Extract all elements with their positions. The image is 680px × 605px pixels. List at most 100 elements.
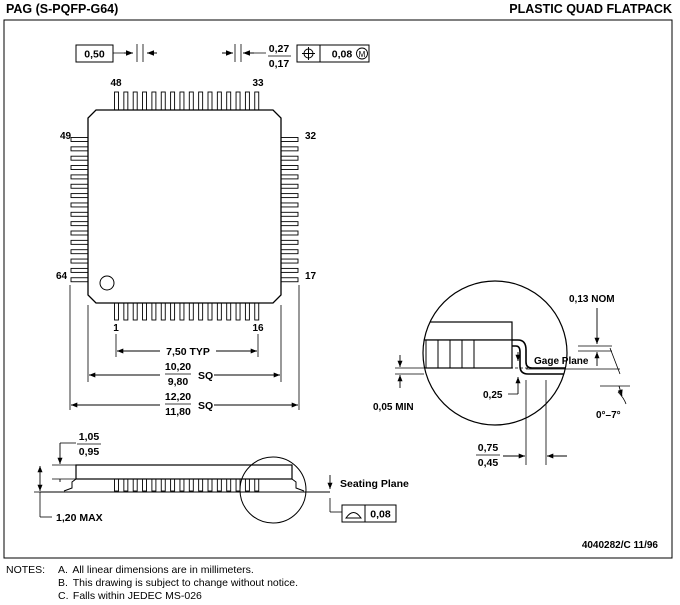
- lead: [70, 183, 89, 189]
- package-code-title: PAG (S-PQFP-G64): [6, 2, 119, 16]
- leads-right-column: [280, 137, 299, 283]
- seating-plane-label: Seating Plane: [340, 478, 409, 490]
- lead-detail-zoom: [423, 321, 567, 375]
- lead: [280, 239, 299, 245]
- lead: [280, 174, 299, 180]
- pin-16-label: 16: [252, 323, 264, 334]
- mmc-modifier: M: [359, 50, 366, 59]
- lead: [70, 155, 89, 161]
- note-key: B.: [58, 577, 68, 589]
- leads-left-column: [70, 137, 89, 283]
- lead: [170, 477, 176, 492]
- lead: [207, 302, 213, 321]
- lead: [70, 137, 89, 142]
- pin-48-label: 48: [110, 78, 122, 89]
- lead: [179, 477, 185, 492]
- lead: [280, 155, 299, 161]
- lead: [216, 477, 222, 492]
- lead: [160, 477, 166, 492]
- lead: [70, 239, 89, 245]
- pin-33-label: 33: [252, 78, 264, 89]
- lead: [280, 165, 299, 171]
- lead: [226, 91, 232, 111]
- gage-height-label: 0,25: [483, 390, 503, 401]
- lead: [151, 302, 157, 321]
- lead: [198, 477, 204, 492]
- lead: [132, 91, 138, 111]
- body-max: 10,20: [165, 361, 191, 373]
- lead: [254, 477, 260, 492]
- height-max-label: 1,20 MAX: [56, 512, 103, 524]
- lead: [160, 91, 166, 111]
- overall-min: 11,80: [165, 406, 191, 418]
- lead: [235, 91, 241, 111]
- lead: [70, 174, 89, 180]
- lead: [235, 477, 241, 492]
- note-text: All linear dimensions are in millimeters…: [72, 564, 254, 576]
- surface-profile-icon: [345, 512, 362, 519]
- lead: [244, 302, 250, 321]
- foot-min: 0,45: [478, 457, 499, 469]
- note-key: C.: [58, 590, 69, 602]
- span-typ-label: 7,50 TYP: [166, 346, 210, 358]
- lead: [280, 249, 299, 255]
- notes-label: NOTES:: [6, 564, 46, 576]
- lead: [70, 221, 89, 227]
- lead: [142, 302, 148, 321]
- lead: [70, 267, 89, 273]
- lead: [132, 302, 138, 321]
- side-view-body: [75, 464, 293, 480]
- lead: [170, 302, 176, 321]
- lead: [280, 193, 299, 199]
- lead: [151, 477, 157, 492]
- lead: [70, 202, 89, 208]
- body-min: 9,80: [168, 376, 189, 388]
- package-type-title: PLASTIC QUAD FLATPACK: [509, 2, 672, 16]
- tolerance-value: 0,08: [332, 49, 353, 61]
- detail-nom: 0,13 NOM: [569, 294, 615, 305]
- lead: [114, 91, 119, 111]
- body-sq: SQ: [198, 370, 213, 382]
- leads-bottom-row: [114, 302, 260, 321]
- lead: [142, 91, 148, 111]
- lead: [280, 221, 299, 227]
- pitch-box: [75, 44, 114, 63]
- thickness-max: 1,05: [79, 431, 100, 443]
- lead: [179, 91, 185, 111]
- lead: [280, 146, 299, 152]
- pin-17-label: 17: [305, 271, 317, 282]
- leads-top-row: [114, 91, 260, 111]
- overall-sq: SQ: [198, 400, 213, 412]
- lead-width-min: 0,17: [269, 58, 290, 70]
- detail-circle: [422, 280, 568, 426]
- lead: [160, 302, 166, 321]
- lead: [280, 277, 299, 283]
- pin-1-label: 1: [113, 323, 119, 334]
- lead: [70, 193, 89, 199]
- lead: [280, 267, 299, 273]
- pitch-label: 0,50: [84, 49, 105, 61]
- coplanarity-value: 0,08: [370, 509, 391, 521]
- lead: [280, 137, 299, 142]
- notes-block: NOTES: A. All linear dimensions are in mi…: [6, 564, 298, 603]
- lead: [170, 91, 176, 111]
- coplanarity-frame: [341, 504, 397, 523]
- lead: [70, 258, 89, 264]
- lead: [123, 91, 129, 111]
- lead: [132, 477, 138, 492]
- lead: [207, 91, 213, 111]
- lead: [142, 477, 148, 492]
- lead: [280, 202, 299, 208]
- note-text: Falls within JEDEC MS-026: [72, 590, 202, 602]
- lead: [70, 211, 89, 217]
- pin-64-label: 64: [56, 271, 68, 282]
- pin-32-label: 32: [305, 131, 317, 142]
- detail-callout-circle: [239, 456, 307, 524]
- note-key: A.: [58, 564, 68, 576]
- lead: [114, 477, 119, 492]
- lead: [235, 302, 241, 321]
- angle-label: 0°–7°: [596, 410, 621, 421]
- lead: [226, 477, 232, 492]
- tolerance-frame: [296, 44, 370, 63]
